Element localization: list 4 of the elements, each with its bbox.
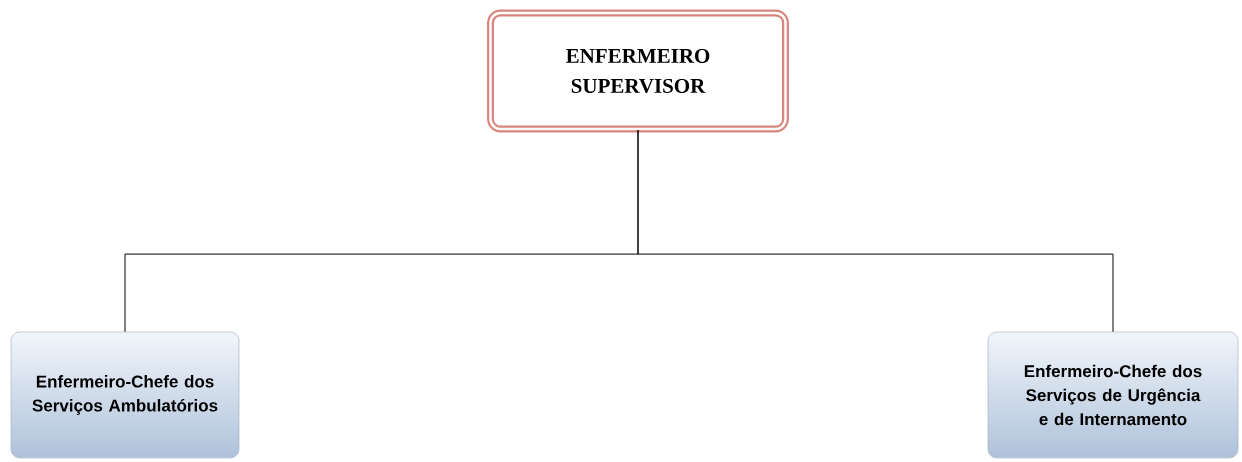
supervisor-box: ENFERMEIRO SUPERVISOR [487,9,789,133]
chief-box: Enfermeiro-Chefe dos Serviços Ambulatórios [10,331,240,459]
connector-line [637,129,1114,333]
chief-box: Enfermeiro-Chefe dos Serviços de Urgência e de Internamento [987,331,1239,459]
